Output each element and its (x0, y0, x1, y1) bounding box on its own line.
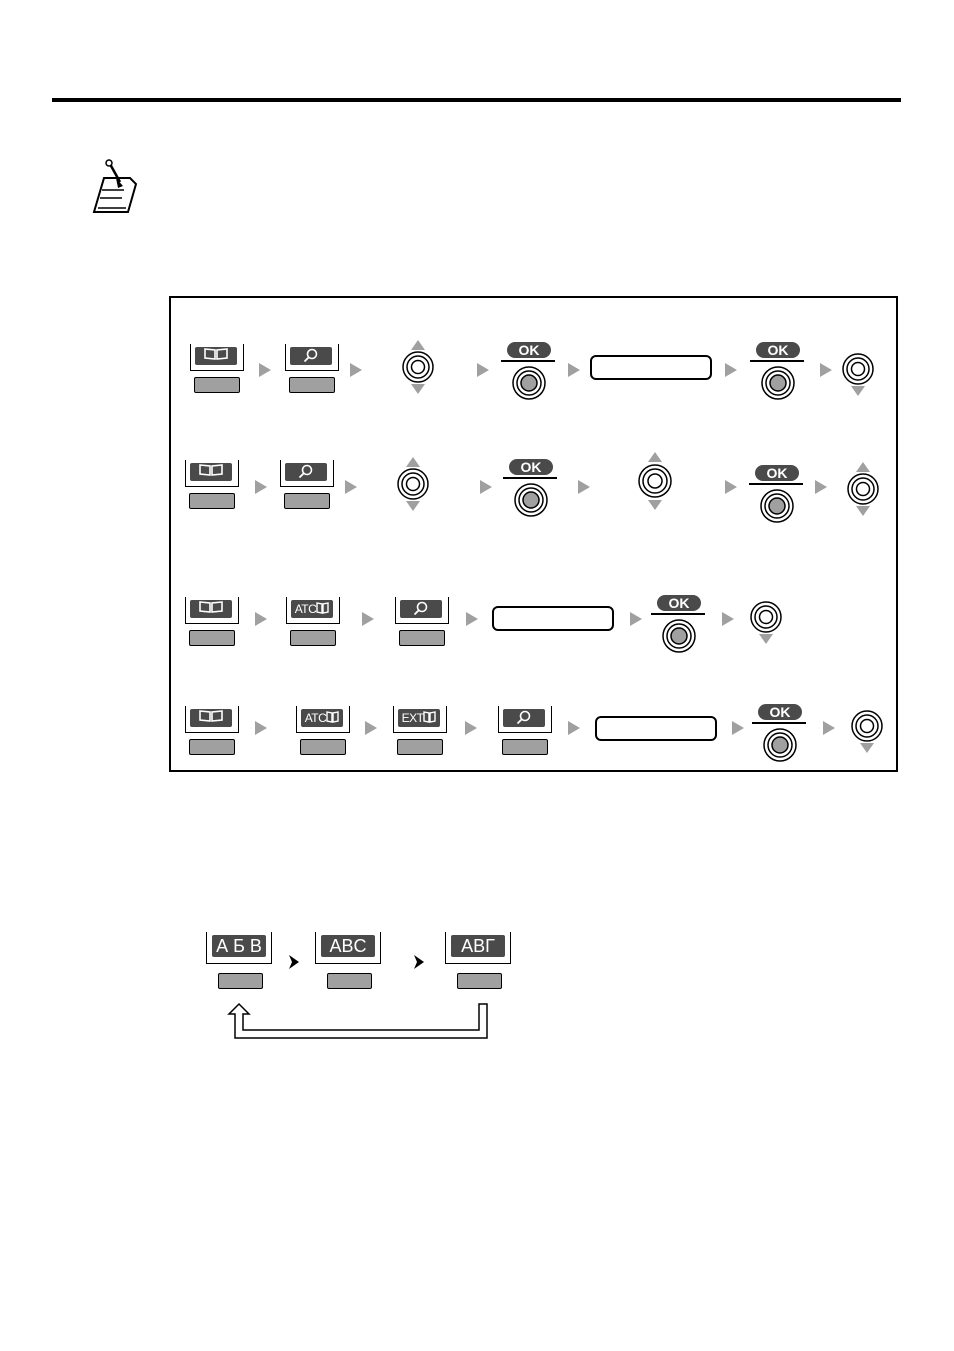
phonebook-softkey[interactable] (185, 706, 241, 756)
ok-key[interactable]: OK (752, 704, 808, 758)
phonebook-softkey[interactable] (190, 344, 246, 394)
next-arrow-icon (255, 721, 267, 735)
next-arrow-icon (255, 480, 267, 494)
next-arrow-icon (365, 721, 377, 735)
phonebook-icon (423, 711, 436, 723)
next-arrow-icon (568, 363, 580, 377)
next-arrow-icon (722, 612, 734, 626)
ok-key[interactable]: OK (501, 342, 557, 396)
language-key-cyrillic[interactable]: А Б В (206, 932, 272, 990)
next-arrow-icon (350, 363, 362, 377)
next-arrow-icon (630, 612, 642, 626)
ok-button-icon (660, 615, 698, 653)
right-arrow-icon (412, 953, 426, 971)
search-magnifier-icon (296, 463, 316, 479)
phonebook-icon (202, 347, 230, 361)
next-arrow-icon (568, 721, 580, 735)
next-arrow-icon (820, 363, 832, 377)
next-arrow-icon (259, 363, 271, 377)
atc-phonebook-softkey[interactable]: ATC (296, 706, 352, 756)
navigator-down-icon[interactable] (840, 350, 876, 398)
next-arrow-icon (477, 363, 489, 377)
search-softkey[interactable] (395, 597, 451, 647)
next-arrow-icon (823, 721, 835, 735)
ok-button-icon (761, 724, 799, 762)
phonebook-icon (197, 600, 225, 614)
next-arrow-icon (466, 612, 478, 626)
search-magnifier-icon (514, 709, 534, 725)
name-entry-field[interactable] (595, 716, 717, 741)
search-magnifier-icon (301, 347, 321, 363)
next-arrow-icon (480, 480, 492, 494)
language-key-cyrillic-2[interactable]: АВГ (445, 932, 511, 990)
ext-phonebook-softkey[interactable]: EXT (393, 706, 449, 756)
atc-phonebook-softkey[interactable]: ATC (286, 597, 342, 647)
phonebook-icon (326, 711, 339, 723)
search-softkey[interactable] (498, 706, 554, 756)
name-entry-field[interactable] (590, 355, 712, 380)
next-arrow-icon (725, 480, 737, 494)
navigator-updown-icon[interactable] (398, 338, 438, 396)
phonebook-icon (316, 602, 329, 614)
navigator-updown-icon[interactable] (393, 455, 433, 513)
header-rule (52, 98, 901, 102)
phonebook-softkey[interactable] (185, 460, 241, 510)
navigator-down-icon[interactable] (849, 707, 885, 755)
phonebook-softkey[interactable] (185, 597, 241, 647)
next-arrow-icon (345, 480, 357, 494)
search-softkey[interactable] (285, 344, 341, 394)
ok-key[interactable]: OK (750, 342, 806, 396)
language-key-label: А Б В (212, 935, 266, 957)
navigator-down-icon[interactable] (748, 598, 784, 646)
ok-button-icon (512, 479, 550, 517)
ok-button-icon (759, 362, 797, 400)
phonebook-icon (197, 709, 225, 723)
right-arrow-icon (287, 953, 301, 971)
ok-key[interactable]: OK (749, 465, 805, 519)
navigator-updown-icon[interactable] (843, 460, 883, 518)
language-key-label: АВГ (451, 935, 505, 957)
next-arrow-icon (725, 363, 737, 377)
language-key-latin[interactable]: ABC (315, 932, 381, 990)
next-arrow-icon (465, 721, 477, 735)
ok-key[interactable]: OK (651, 595, 707, 649)
next-arrow-icon (255, 612, 267, 626)
search-softkey[interactable] (280, 460, 336, 510)
memo-pencil-icon (90, 158, 142, 216)
loop-back-arrow-icon (225, 1000, 495, 1042)
ok-key[interactable]: OK (503, 459, 559, 513)
next-arrow-icon (815, 480, 827, 494)
next-arrow-icon (362, 612, 374, 626)
ok-button-icon (758, 485, 796, 523)
next-arrow-icon (732, 721, 744, 735)
ok-button-icon (510, 362, 548, 400)
next-arrow-icon (578, 480, 590, 494)
navigator-updown-icon[interactable] (635, 450, 675, 512)
search-magnifier-icon (411, 600, 431, 616)
language-key-label: ABC (321, 935, 375, 957)
name-entry-field[interactable] (492, 606, 614, 631)
phonebook-icon (197, 463, 225, 477)
